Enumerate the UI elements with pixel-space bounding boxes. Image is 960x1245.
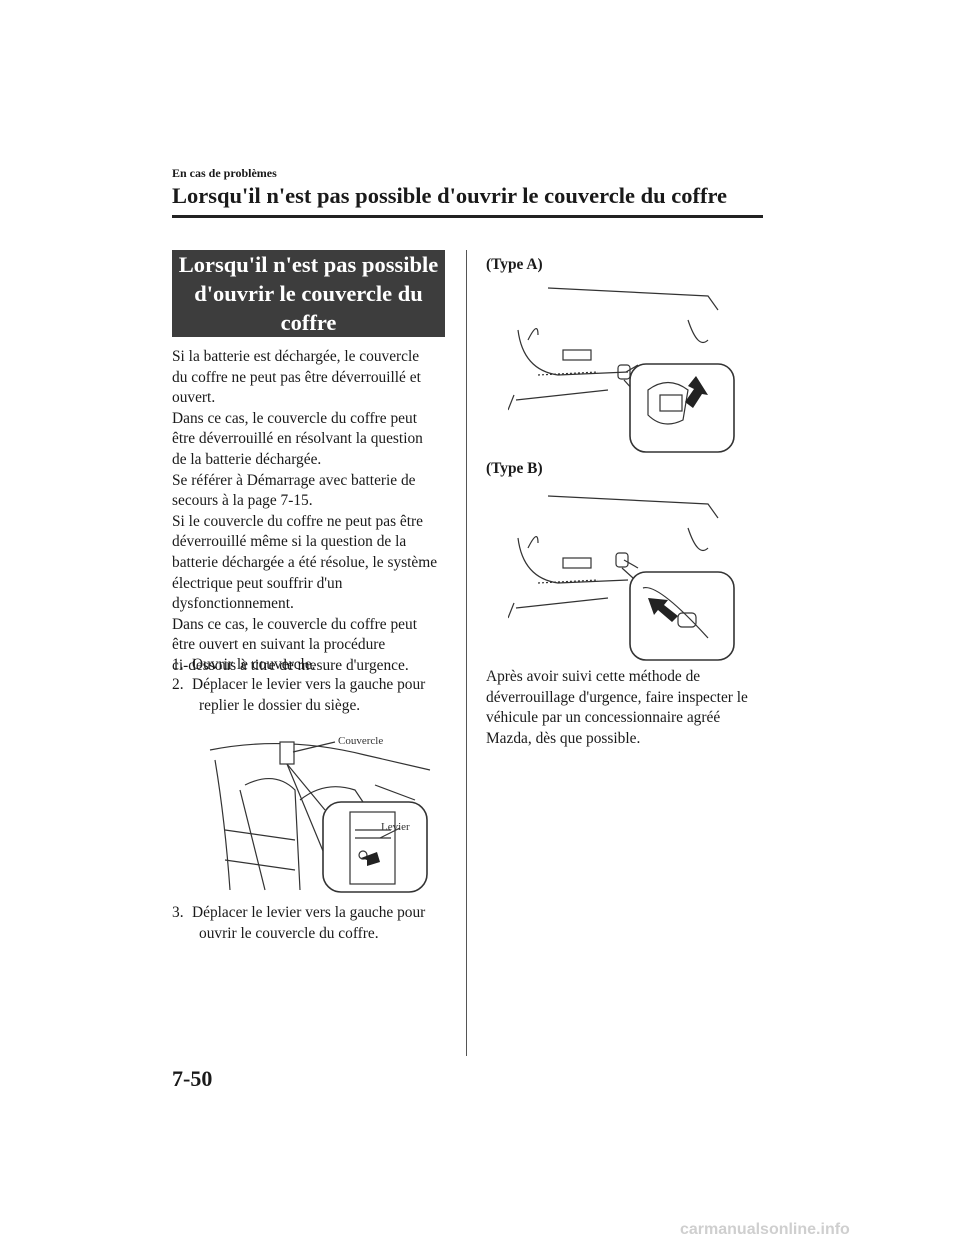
type-b-label: (Type B) [486,460,543,477]
text-line: ouvert. [172,389,216,407]
step-number: 1. [172,656,184,673]
step-text: Déplacer le levier vers la gauche pour [192,904,426,921]
step-item: 3. Déplacer le levier vers la gauche pou… [172,903,462,944]
title-rule [172,215,763,218]
step-item: 1. Ouvrir le couvercle. [172,655,462,676]
text-line: Si la batterie est déchargée, le couverc… [172,348,420,365]
text-line: ci-dessous à titre de mesure d'urgence. [172,656,409,674]
step-text: Ouvrir le couvercle. [192,656,316,673]
step-item: 2. Déplacer le levier vers la gauche pou… [172,675,462,716]
section-label: En cas de problèmes [172,166,277,180]
intro-text: Si la batterie est déchargée, le couverc… [172,347,452,677]
step-text-continued: ouvrir le couvercle du coffre. [199,924,379,942]
column-divider [466,250,467,1056]
text-line: déverrouillage d'urgence, faire inspecte… [486,688,748,706]
step-number: 3. [172,904,184,921]
after-procedure-text: Après avoir suivi cette méthode de déver… [486,667,776,749]
heading-line: Lorsqu'il n'est pas possible [178,252,439,277]
text-line: Dans ce cas, le couvercle du coffre peut [172,615,417,633]
page-title: Lorsqu'il n'est pas possible d'ouvrir le… [172,183,728,208]
text-line: Après avoir suivi cette méthode de [486,668,701,685]
type-a-illustration [508,287,735,453]
page-number: 7-50 [172,1066,213,1091]
text-line: être ouvert en suivant la procédure [172,636,386,654]
watermark: carmanualsonline.info [680,1221,850,1238]
text-line: Si le couvercle du coffre ne peut pas êt… [172,512,423,530]
text-line: véhicule par un concessionnaire agréé [486,709,721,727]
section-heading-box: Lorsqu'il n'est pas possible d'ouvrir le… [172,250,445,337]
text-line: de la batterie déchargée. [172,450,322,468]
type-a-label: (Type A) [486,256,543,273]
text-line: déverrouillé même si la question de la [172,533,407,551]
step-text: Déplacer le levier vers la gauche pour [192,676,426,693]
seat-lever-illustration [209,741,431,893]
step-number: 2. [172,676,184,693]
step-text-continued: replier le dossier du siège. [199,696,361,714]
text-line: batterie déchargée a été résolue, le sys… [172,553,438,571]
text-line: électrique peut souffrir d'un [172,574,343,592]
text-line: Mazda, dès que possible. [486,729,641,747]
heading-line: d'ouvrir le couvercle du [194,281,423,306]
lever-label: Levier [381,821,410,833]
text-line: Se référer à Démarrage avec batterie de [172,471,416,489]
text-line: être déverrouillé en résolvant la questi… [172,430,423,448]
text-line: dysfonctionnement. [172,595,294,613]
heading-line: coffre [280,310,337,335]
text-line: Dans ce cas, le couvercle du coffre peut [172,409,417,427]
text-line: du coffre ne peut pas être déverrouillé … [172,368,421,386]
cover-label: Couvercle [338,735,384,747]
text-line: secours à la page 7-15. [172,492,313,510]
type-b-illustration [508,495,735,661]
